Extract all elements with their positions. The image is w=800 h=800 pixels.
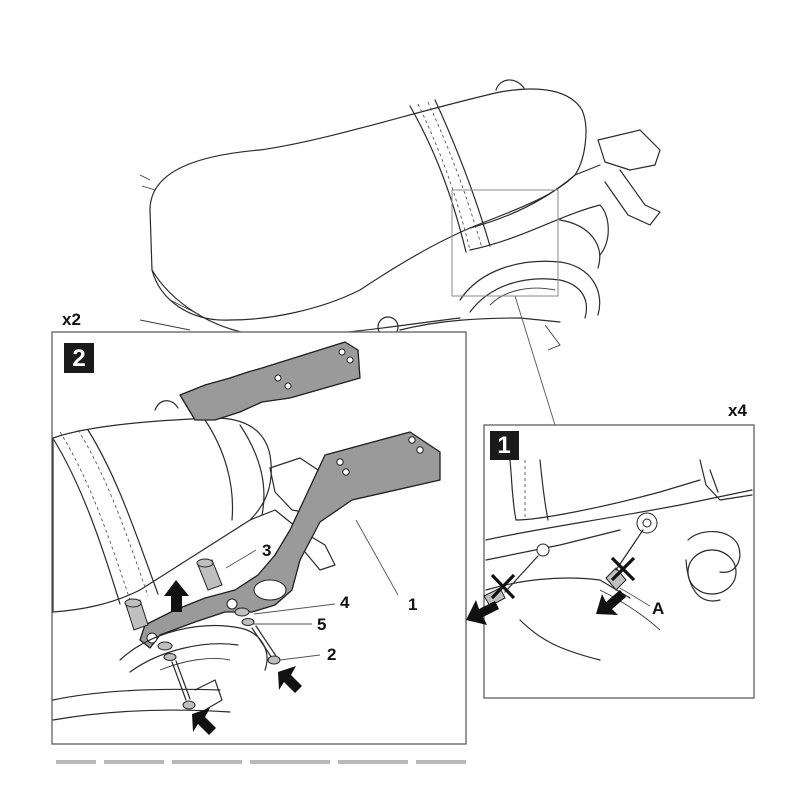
- push-arrow-icon: [278, 666, 302, 693]
- step-2-badge: [64, 343, 94, 373]
- motorcycle-overview: [139, 79, 661, 426]
- callout-5: 5: [317, 615, 326, 634]
- footer-note: [56, 760, 466, 764]
- callout-2: 2: [327, 645, 336, 664]
- step-1-number: 1: [497, 432, 510, 459]
- step-1-badge: [490, 431, 519, 460]
- callout-4: 4: [340, 593, 350, 612]
- remove-arrow-icon: [596, 590, 626, 615]
- step-2-number: 2: [72, 345, 85, 372]
- push-arrow-icon: [192, 708, 216, 735]
- step-2-panel: x2 2: [51, 310, 467, 745]
- panel-1-quantity: x4: [728, 401, 747, 420]
- up-arrow-icon: [164, 580, 189, 612]
- remove-arrow-icon: [466, 600, 499, 625]
- step-1-panel: x4 1 A: [466, 401, 755, 699]
- callout-3: 3: [262, 541, 271, 560]
- callout-1: 1: [408, 595, 417, 614]
- callout-a: A: [652, 599, 664, 618]
- panel-2-quantity: x2: [62, 310, 81, 329]
